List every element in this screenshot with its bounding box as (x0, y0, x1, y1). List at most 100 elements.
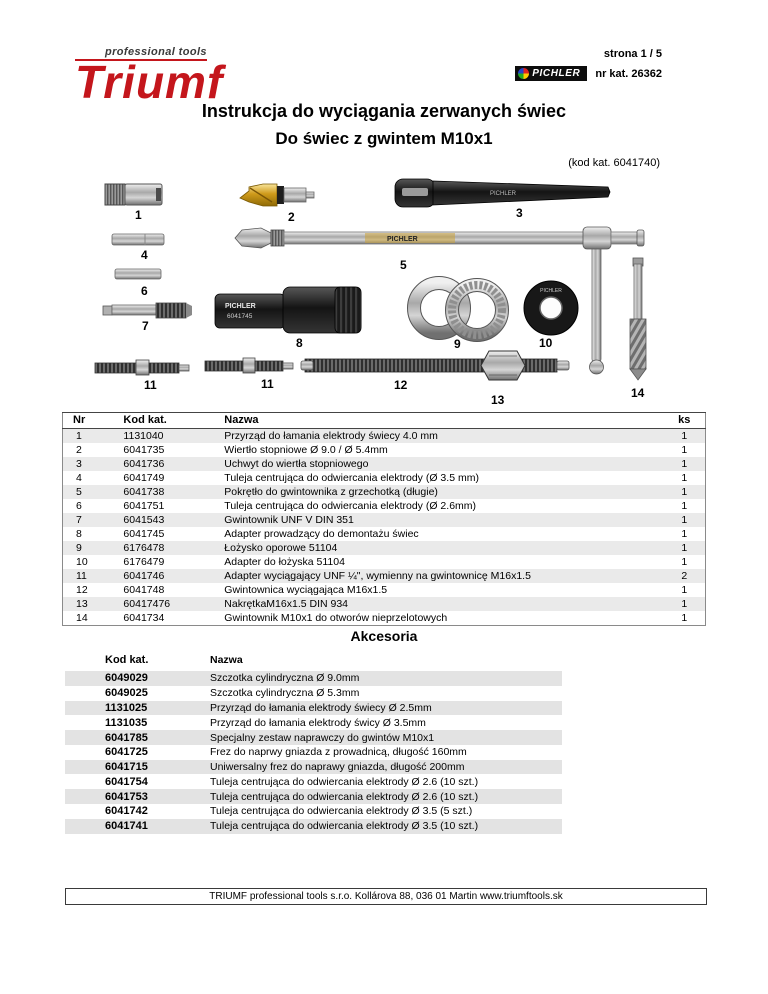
part-qty: 1 (681, 542, 688, 554)
part-nr: 9 (76, 542, 82, 554)
col-header-code: Kod kat. (117, 412, 223, 429)
part-nr: 14 (76, 612, 88, 624)
part-name: Gwintownica wyciągająca M16x1.5 (224, 584, 388, 596)
part-nr: 10 (76, 556, 88, 568)
part-qty: 1 (681, 472, 688, 484)
accessories-header-row: Kod kat. Nazwa (65, 652, 562, 671)
part-code: 6041738 (123, 486, 165, 498)
acc-code: 1131035 (105, 716, 148, 729)
part-name: Przyrząd do łamania elektrody świecy 4.0… (224, 430, 438, 442)
part-code: 6041748 (123, 584, 165, 596)
part-qty: 1 (681, 430, 688, 442)
parts-row: 12 6041748 Gwintownica wyciągająca M16x1.5… (63, 583, 706, 597)
title-block: Instrukcja do wyciągania zerwanych świec… (0, 101, 768, 149)
part-nr: 7 (76, 514, 82, 526)
tool-7-tap-icon (102, 302, 192, 319)
acc-name: Tuleja centrująca do odwiercania elektro… (210, 820, 479, 833)
acc-name: Szczotka cylindryczna Ø 9.0mm (210, 672, 360, 685)
parts-header-row: Nr Kod kat. Nazwa ks (62, 412, 706, 429)
col-header-name: Nazwa (222, 412, 664, 429)
part-code: 6041734 (123, 612, 165, 624)
acc-code: 6049025 (105, 687, 148, 700)
part-code: 1131040 (123, 430, 164, 442)
part-code: 6041749 (123, 472, 165, 484)
part-code: 6176478 (123, 542, 165, 554)
figure-label-5: 5 (400, 258, 407, 272)
figure-label-14: 14 (631, 386, 645, 400)
pichler-wordmark: PICHLER (532, 68, 581, 79)
figure-label-11a: 11 (144, 378, 157, 392)
accessories-title: Akcesoria (350, 628, 418, 644)
figure-label-6: 6 (141, 284, 148, 298)
part-code: 6041746 (123, 570, 165, 582)
accessory-row: 6041741 Tuleja centrująca do odwiercania … (65, 818, 562, 834)
acc-code: 6041753 (105, 790, 148, 803)
figure-label-4: 4 (141, 248, 148, 262)
acc-code: 6041741 (105, 820, 148, 833)
parts-row: 8 6041745 Adapter prowadzący do demontażu … (63, 527, 706, 541)
part-name: Tuleja centrująca do odwiercania elektro… (224, 500, 477, 512)
part-code: 6041751 (123, 500, 165, 512)
part-name: NakrętkaM16x1.5 DIN 934 (224, 598, 349, 610)
acc-name: Tuleja centrująca do odwiercania elektro… (210, 775, 479, 788)
document-subtitle: Do świec z gwintem M10x1 (275, 129, 493, 148)
tool-3-brand-text: PICHLER (490, 191, 517, 197)
part-code: 6041745 (123, 528, 165, 540)
catalog-number: nr kat. 26362 (595, 67, 662, 80)
header-info: strona 1 / 5 PICHLER nr kat. 26362 (515, 48, 662, 81)
tool-11a-stud-icon (94, 359, 190, 376)
part-nr: 13 (76, 598, 88, 610)
acc-code: 1131025 (105, 701, 148, 714)
tools-illustration: PICHLER PICHLER (94, 178, 647, 381)
footer-address: TRIUMF professional tools s.r.o. Kolláro… (65, 888, 707, 905)
accessory-row: 6041754 Tuleja centrująca do odwiercania … (65, 774, 562, 789)
col-header-qty: ks (663, 412, 706, 429)
tool-13-nut-icon (480, 350, 526, 381)
acc-code: 6041754 (105, 775, 148, 788)
part-nr: 8 (76, 528, 82, 540)
pichler-logo: PICHLER (515, 66, 588, 81)
part-nr: 12 (76, 584, 88, 596)
figure-label-11b: 11 (261, 377, 274, 391)
accessory-row: 1131035 Przyrząd do łamania elektrody świ… (65, 715, 562, 730)
tool-14-tap-icon (629, 257, 647, 381)
tool-5-brand-text: PICHLER (387, 236, 418, 243)
part-qty: 1 (681, 584, 688, 596)
accessory-row: 6049029 Szczotka cylindryczna Ø 9.0mm (65, 671, 562, 686)
acc-code: 6049029 (105, 672, 148, 685)
part-name: Uchwyt do wiertła stopniowego (224, 458, 369, 470)
part-code: 6041543 (123, 514, 165, 526)
part-code: 6041736 (123, 458, 165, 470)
acc-name: Przyrząd do łamania elektrody świcy Ø 3.… (210, 716, 426, 729)
catalog-line: PICHLER nr kat. 26362 (515, 66, 662, 81)
figure-label-10: 10 (539, 336, 553, 350)
part-name: Adapter do łożyska 51104 (224, 556, 345, 568)
part-name: Adapter prowadzący do demontażu świec (224, 528, 419, 540)
tool-11b-stud-icon (204, 357, 294, 374)
acc-name: Uniwersalny frez do naprawy gniazda, dłu… (210, 761, 465, 774)
tool-8-brand-text: PICHLER (225, 303, 256, 310)
figure-label-12: 12 (394, 378, 408, 392)
part-qty: 1 (681, 598, 688, 610)
part-qty: 1 (681, 500, 688, 512)
part-qty: 1 (681, 556, 688, 568)
part-qty: 1 (681, 514, 688, 526)
acc-name: Specjalny zestaw naprawczy do gwintów M1… (210, 731, 435, 744)
figure-label-13: 13 (491, 393, 505, 407)
acc-col-header-code: Kod kat. (105, 654, 149, 666)
col-header-nr: Nr (62, 412, 118, 429)
part-qty: 1 (681, 612, 688, 624)
